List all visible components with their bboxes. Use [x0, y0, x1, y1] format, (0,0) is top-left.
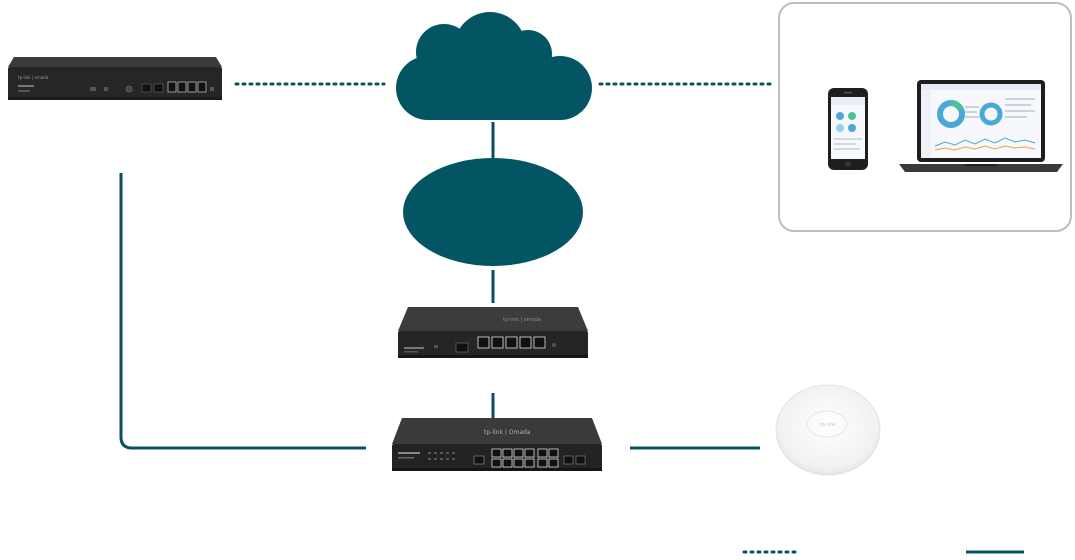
management-panel — [778, 2, 1072, 232]
solid-line-legend-icon — [966, 550, 1024, 554]
poe-switch-icon: tp-link | Omada — [392, 418, 602, 471]
gateway-router: tp-link | omada — [398, 307, 588, 359]
internet-cloud — [384, 10, 604, 120]
cloud-icon — [396, 12, 592, 120]
isp-ellipse-icon — [403, 158, 583, 266]
ceiling-access-point-icon: tp-link — [775, 384, 881, 476]
ap-brand-text: tp-link — [820, 422, 836, 428]
smartphone-icon — [828, 88, 868, 170]
poe-switch: tp-link | Omada — [392, 418, 602, 472]
laptop-icon — [899, 80, 1063, 172]
switch-brand-text: tp-link | Omada — [484, 429, 531, 436]
hardware-controller: tp-link | omada — [8, 57, 222, 101]
solid-link-controller-switch — [119, 173, 366, 450]
hardware-controller-icon: tp-link | omada — [8, 57, 222, 100]
router-gateway-icon: tp-link | omada — [398, 307, 588, 358]
isp-node — [403, 158, 583, 266]
gateway-brand-text: tp-link | omada — [503, 317, 541, 323]
controller-brand-text: tp-link | omada — [18, 75, 49, 80]
access-point: tp-link — [775, 380, 881, 476]
dotted-line-legend-icon — [742, 550, 802, 554]
